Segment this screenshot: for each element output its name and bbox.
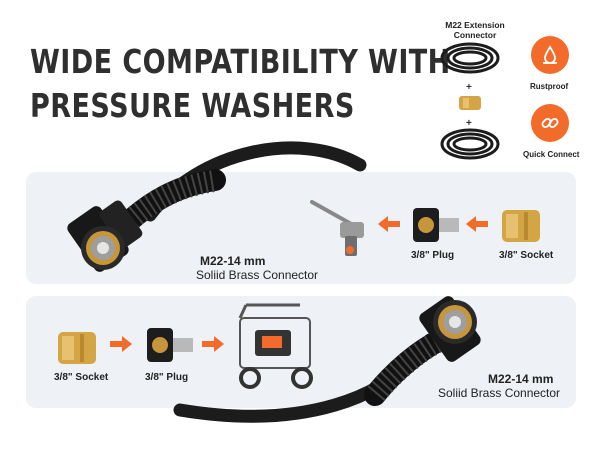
link-icon: [541, 118, 559, 128]
extension-hose-icon-1: [440, 42, 500, 74]
bottom-connector-title: M22-14 mm: [488, 372, 554, 386]
pressure-washer-icon: [238, 303, 313, 389]
plug-icon-top: [413, 208, 459, 242]
bottom-panel: [26, 296, 576, 408]
quick-connect-badge: [531, 104, 569, 142]
arrow-left-icon-1: [378, 216, 400, 232]
m22-connector-top: [67, 200, 143, 272]
m22-connector-bottom: [419, 296, 481, 362]
arrow-left-icon-2: [466, 216, 488, 232]
rustproof-badge: [531, 36, 569, 74]
kit-title: M22 Extension Connector: [445, 20, 505, 40]
arrow-right-icon-2: [202, 336, 224, 352]
spring-guard-bottom: [364, 329, 451, 406]
brass-adapter-icon: [459, 96, 481, 110]
socket-icon-top: [502, 210, 540, 242]
spray-gun-icon: [310, 200, 364, 256]
bottom-plug-label: 3/8" Plug: [145, 372, 189, 383]
top-socket-label: 3/8" Socket: [499, 250, 554, 261]
water-drop-icon: [543, 45, 557, 64]
rustproof-label: Rustproof: [530, 82, 569, 91]
plus-sign-1: +: [466, 82, 472, 93]
extension-hose-icon-2: [440, 128, 500, 160]
headline-line-2: PRESSURE WASHERS: [30, 86, 355, 125]
top-connector-subtitle: Soliid Brass Connector: [196, 268, 319, 282]
top-connector-title: M22-14 mm: [200, 254, 266, 268]
socket-icon-bottom: [58, 332, 96, 364]
bottom-socket-label: 3/8" Socket: [54, 372, 109, 383]
plus-sign-2: +: [466, 118, 472, 129]
top-plug-label: 3/8" Plug: [411, 250, 455, 261]
arrow-right-icon-1: [110, 336, 132, 352]
plug-icon-bottom: [147, 328, 193, 362]
bottom-connector-subtitle: Soliid Brass Connector: [438, 386, 561, 400]
quick-connect-label: Quick Connect: [523, 150, 580, 159]
